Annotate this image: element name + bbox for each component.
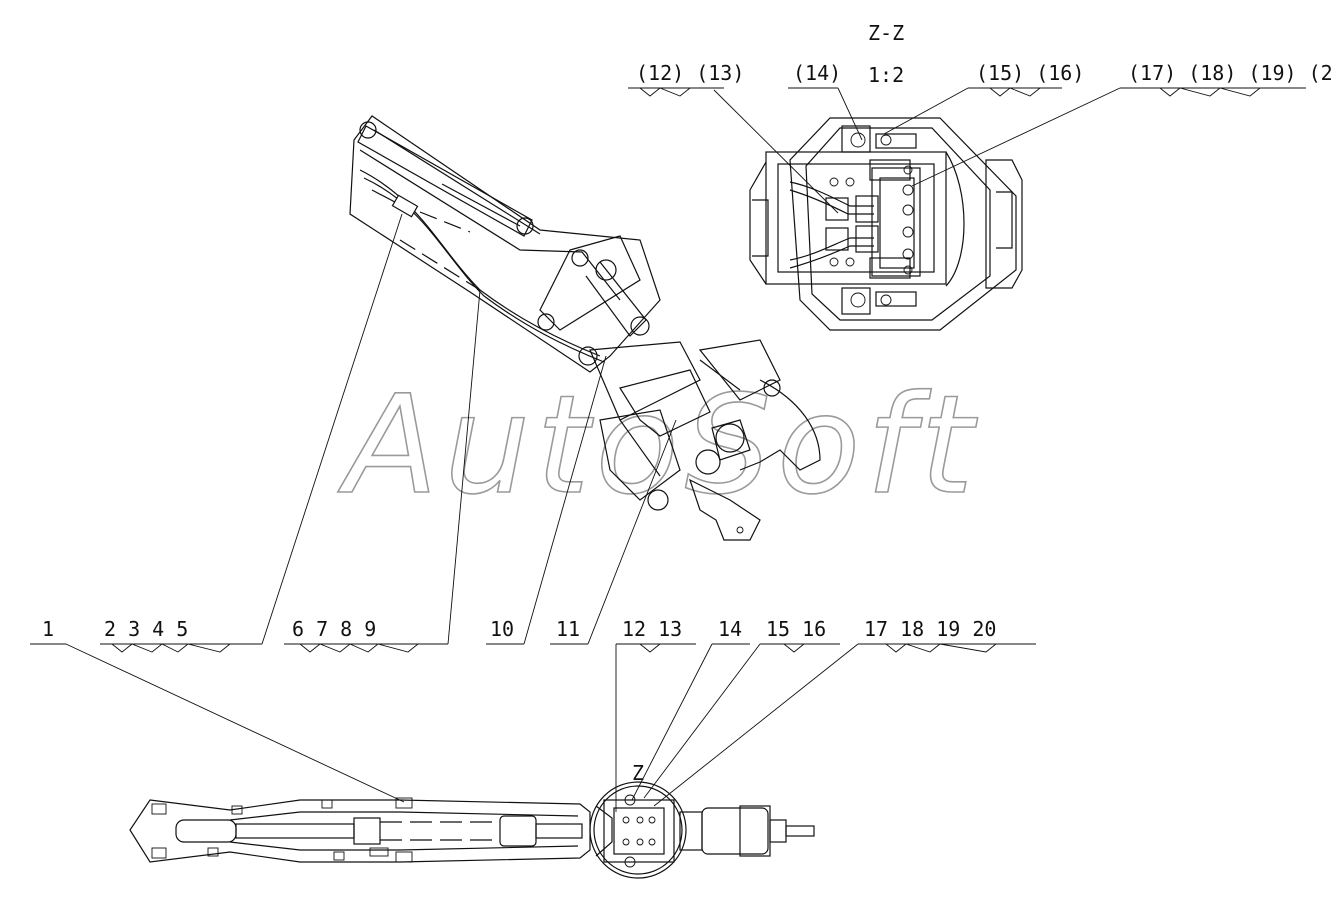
callout-12-13: 12 13 [615, 617, 696, 812]
section-scale: 1:2 [868, 63, 904, 87]
callout-15-16: 15 16 [643, 617, 840, 799]
callout-label: 14 [718, 617, 742, 641]
side-view-boom [349, 115, 821, 541]
callout-label: 12 13 [622, 617, 682, 641]
callout-6-9: 6 7 8 9 [284, 289, 481, 653]
section-callout-label: (15) (16) [976, 61, 1084, 85]
callout-label: 10 [490, 617, 514, 641]
section-view-z-z [749, 117, 1023, 331]
section-callout-14: (14) [788, 61, 863, 141]
callout-2-5: 2 3 4 5 [100, 213, 403, 653]
callout-label: 11 [556, 617, 580, 641]
section-callout-label: (17) (18) (19) (20) [1128, 61, 1331, 85]
section-callout-label: (12) (13) [636, 61, 744, 85]
callout-1: 1 [30, 617, 405, 803]
callout-10: 10 [486, 355, 607, 645]
callout-label: 6 7 8 9 [292, 617, 376, 641]
section-callout-17-20: (17) (18) (19) (20) [911, 61, 1331, 187]
callout-14: 14 [631, 617, 750, 801]
callout-label: 1 [42, 617, 54, 641]
watermark: AutoSoft [337, 367, 980, 525]
section-callout-label: (14) [793, 61, 841, 85]
detail-marker: Z [632, 761, 644, 785]
section-title: Z-Z [868, 21, 904, 45]
callout-row: 1 2 3 4 5 6 7 8 9 10 11 [30, 213, 1036, 812]
callout-label: 2 3 4 5 [104, 617, 188, 641]
section-callout-15-16: (15) (16) [883, 61, 1084, 135]
callout-label: 15 16 [766, 617, 826, 641]
callout-17-20: 17 18 19 20 [653, 617, 1036, 807]
plan-view-boom: Z [129, 761, 815, 879]
callout-11: 11 [550, 419, 677, 645]
callout-label: 17 18 19 20 [864, 617, 996, 641]
